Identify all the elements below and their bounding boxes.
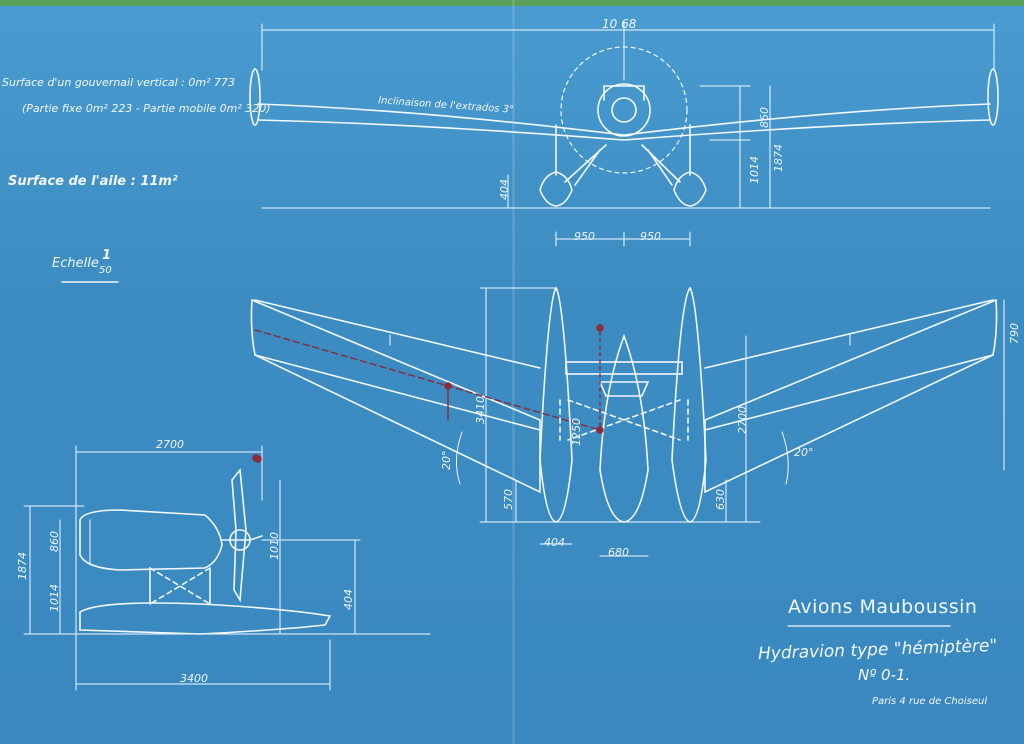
dim-side-860: 860 bbox=[48, 531, 61, 552]
dim-plan-404: 404 bbox=[544, 536, 565, 549]
scale-numerator: 1 bbox=[102, 248, 112, 263]
dim-plan-2700: 2700 bbox=[736, 406, 749, 434]
plan-view bbox=[250, 286, 1005, 557]
dim-front-1874: 1874 bbox=[772, 144, 785, 172]
dim-plan-570: 570 bbox=[502, 489, 515, 510]
front-view bbox=[249, 21, 999, 247]
company-name: Avions Mauboussin bbox=[788, 596, 978, 618]
dim-front-1014: 1014 bbox=[748, 156, 761, 184]
sheet-fold-line bbox=[512, 0, 515, 744]
dim-front-950-left: 950 bbox=[574, 230, 595, 243]
address: Paris 4 rue de Choiseul bbox=[872, 696, 988, 707]
dim-front-404: 404 bbox=[498, 179, 511, 200]
dim-plan-680: 680 bbox=[608, 546, 629, 559]
rudder-parts-note: (Partie fixe 0m² 223 - Partie mobile 0m²… bbox=[22, 102, 271, 115]
scale-denominator: 50 bbox=[99, 265, 112, 276]
dim-plan-630: 630 bbox=[714, 489, 727, 510]
side-view bbox=[23, 445, 431, 691]
dim-side-1014: 1014 bbox=[48, 584, 61, 612]
dim-front-860: 860 bbox=[758, 107, 771, 128]
drawing-number: Nº 0-1. bbox=[858, 666, 911, 684]
dim-side-1874: 1874 bbox=[16, 552, 29, 580]
wing-surface-note: Surface de l'aile : 11m² bbox=[8, 174, 178, 189]
dim-angle-left: 20° bbox=[440, 450, 453, 471]
dim-angle-right: 20° bbox=[794, 446, 814, 459]
dim-side-404: 404 bbox=[342, 589, 355, 610]
dim-plan-3410: 3410 bbox=[474, 396, 487, 424]
dim-plan-tip: 790 bbox=[1008, 323, 1021, 344]
dim-side-3400: 3400 bbox=[180, 672, 208, 685]
dim-plan-1250: 1250 bbox=[570, 418, 583, 446]
sheet-top-edge bbox=[0, 0, 1024, 6]
dim-span: 10 68 bbox=[602, 17, 637, 31]
scale-label: Echelle bbox=[52, 256, 99, 271]
dim-side-1010: 1010 bbox=[268, 532, 281, 560]
dim-side-2700: 2700 bbox=[156, 438, 184, 451]
rudder-surface-note: Surface d'un gouvernail vertical : 0m² 7… bbox=[2, 76, 235, 89]
dim-front-950-right: 950 bbox=[640, 230, 661, 243]
